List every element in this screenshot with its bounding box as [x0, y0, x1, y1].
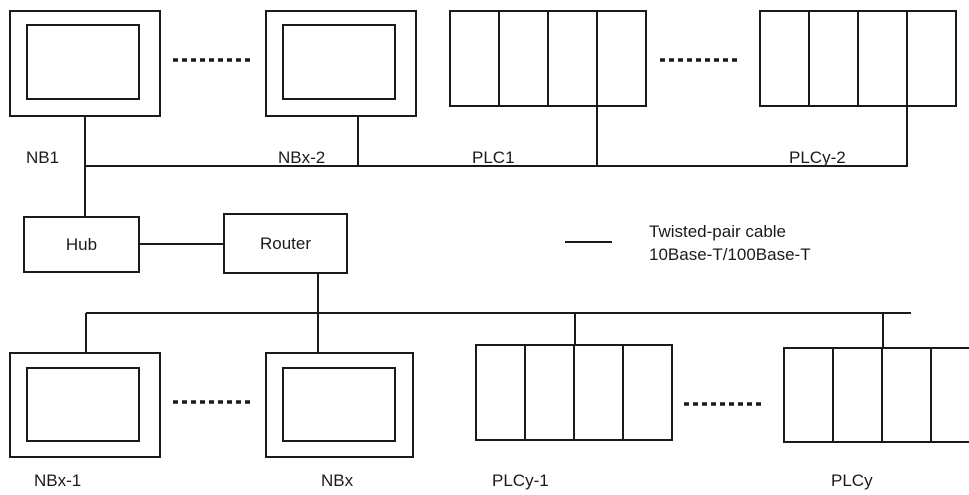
legend-text-line1: Twisted-pair cable	[649, 222, 787, 241]
terminal-nbx	[265, 352, 414, 458]
lower-bus	[85, 273, 911, 353]
upper-bus	[84, 106, 908, 217]
terminal-nb1	[9, 10, 161, 117]
label-plcy: PLCy	[831, 471, 873, 490]
label-nbx-1: NBx-1	[34, 471, 82, 490]
label-nbx-2: NBx-2	[278, 148, 326, 167]
hub-label: Hub	[65, 235, 98, 254]
legend-text-line2: 10Base-T/100Base-T	[649, 245, 811, 264]
label-nb1: NB1	[26, 148, 60, 167]
router-label: Router	[259, 234, 312, 253]
terminal-nbx-1	[9, 352, 161, 458]
label-plcy-2: PLCy-2	[789, 148, 846, 167]
terminal-nbx-2	[265, 10, 417, 117]
label-nbx: NBx	[321, 471, 354, 490]
label-plcy-1: PLCy-1	[492, 471, 549, 490]
label-plc1: PLC1	[472, 148, 515, 167]
plc-plcy	[783, 347, 969, 443]
plc-plc1	[449, 10, 647, 107]
plc-plcy-2	[759, 10, 957, 107]
plc-plcy-1	[475, 344, 673, 441]
